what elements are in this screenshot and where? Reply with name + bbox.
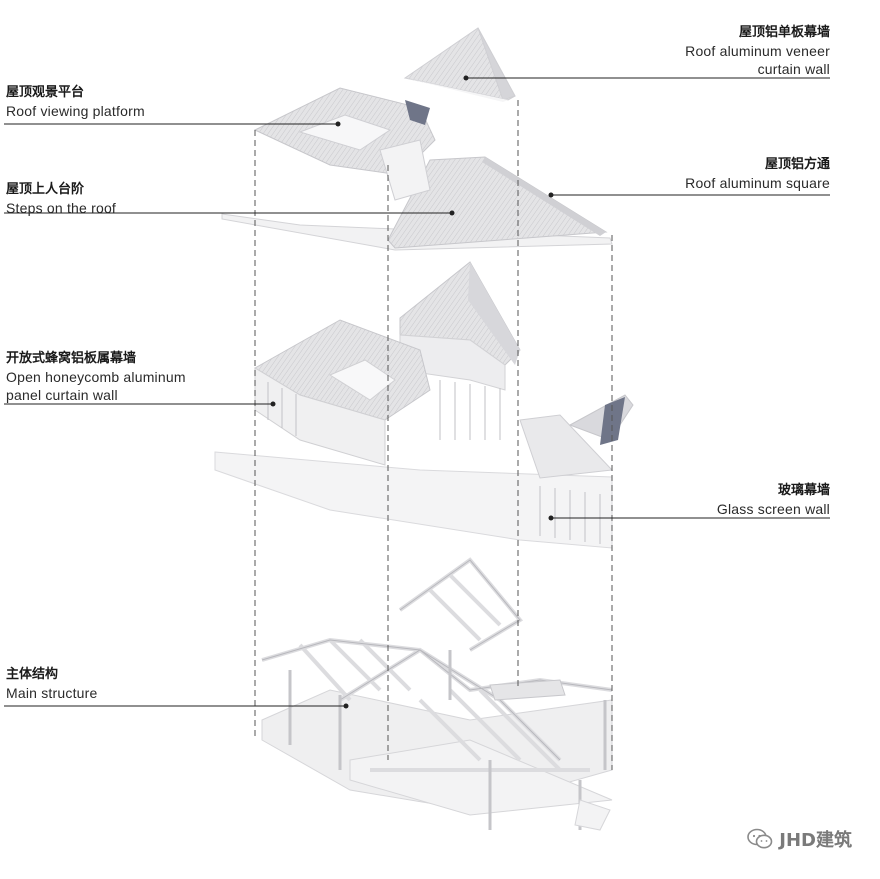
label-glass-wall-en: Glass screen wall (716, 501, 830, 517)
label-roof-steps-en: Steps on the roof (6, 200, 117, 216)
label-honeycomb-en2: panel curtain wall (6, 387, 118, 403)
alignment-dashed-lines (254, 100, 613, 770)
label-roof-square-en: Roof aluminum square (685, 175, 830, 191)
watermark: JHD建筑 (747, 826, 852, 852)
main-structure-layer (261, 557, 613, 831)
label-roof-veneer-en1: Roof aluminum veneer (685, 43, 830, 59)
roof-layer (221, 87, 613, 251)
label-viewing-platform-zh: 屋顶观景平台 (6, 85, 85, 100)
label-main-structure-en: Main structure (6, 685, 98, 701)
label-roof-square-zh: 屋顶铝方通 (764, 157, 830, 172)
label-viewing-platform: 屋顶观景平台 Roof viewing platform (6, 84, 145, 120)
watermark-text: JHD建筑 (779, 830, 852, 851)
label-glass-wall: 玻璃幕墙 Glass screen wall (717, 482, 830, 518)
label-main-structure-zh: 主体结构 (6, 667, 59, 682)
label-honeycomb-en1: Open honeycomb aluminum (6, 369, 186, 385)
label-viewing-platform-en: Roof viewing platform (6, 103, 145, 119)
label-roof-veneer-zh: 屋顶铝单板幕墙 (738, 25, 830, 40)
label-honeycomb-zh: 开放式蜂窝铝板属幕墙 (6, 351, 137, 366)
label-roof-steps-zh: 屋顶上人台阶 (6, 182, 85, 197)
label-roof-veneer-en2: curtain wall (757, 61, 830, 77)
roof-veneer-pyramid (403, 27, 516, 102)
wechat-icon (747, 828, 773, 849)
label-roof-square: 屋顶铝方通 Roof aluminum square (685, 156, 830, 192)
label-main-structure: 主体结构 Main structure (6, 666, 98, 702)
label-roof-steps: 屋顶上人台阶 Steps on the roof (6, 181, 116, 217)
curtain-wall-layer (214, 261, 634, 549)
label-glass-wall-zh: 玻璃幕墙 (777, 483, 830, 498)
label-honeycomb: 开放式蜂窝铝板属幕墙 Open honeycomb aluminum panel… (6, 350, 186, 404)
label-roof-veneer: 屋顶铝单板幕墙 Roof aluminum veneer curtain wal… (685, 24, 830, 78)
leader-lines (4, 77, 830, 707)
